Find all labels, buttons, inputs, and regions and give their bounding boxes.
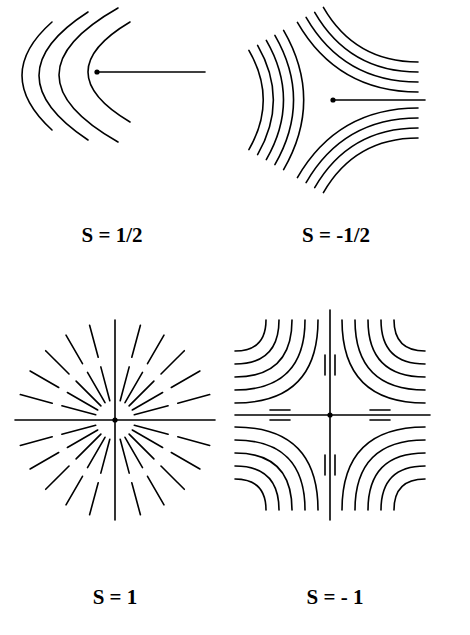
director-line [315, 128, 418, 188]
core-dot [94, 69, 99, 74]
hyperbolic-disclination [235, 310, 430, 520]
director-line [59, 8, 118, 142]
director-line [258, 45, 274, 154]
director-line [315, 12, 418, 72]
core-dot [330, 97, 335, 102]
defect-label: S = 1 [93, 585, 138, 610]
director-line [323, 7, 418, 62]
hyperbolic-lines [235, 420, 325, 510]
radial-dashes [20, 425, 110, 515]
defect-label: S = 1/2 [82, 223, 143, 248]
core-dot [112, 417, 117, 422]
defect-label: S = - 1 [307, 585, 364, 610]
director-line [22, 22, 52, 130]
hyperbolic-lines [335, 420, 425, 510]
minus-half-disclination [249, 7, 425, 192]
radial-dashes [120, 325, 210, 415]
defect-label: S = -1/2 [302, 223, 370, 248]
director-line [249, 50, 263, 149]
core-dot [327, 412, 332, 417]
director-line [306, 118, 418, 183]
director-line [323, 138, 418, 193]
radial-dashes [120, 425, 210, 515]
radial-disclination [15, 320, 215, 520]
hyperbolic-lines [335, 320, 425, 410]
radial-dashes [20, 325, 110, 415]
director-line [97, 71, 205, 73]
half-disclination [22, 8, 205, 142]
hyperbolic-lines [235, 320, 325, 410]
director-line [39, 12, 88, 140]
director-line [266, 40, 283, 159]
director-line [306, 17, 418, 82]
director-line [333, 99, 425, 101]
